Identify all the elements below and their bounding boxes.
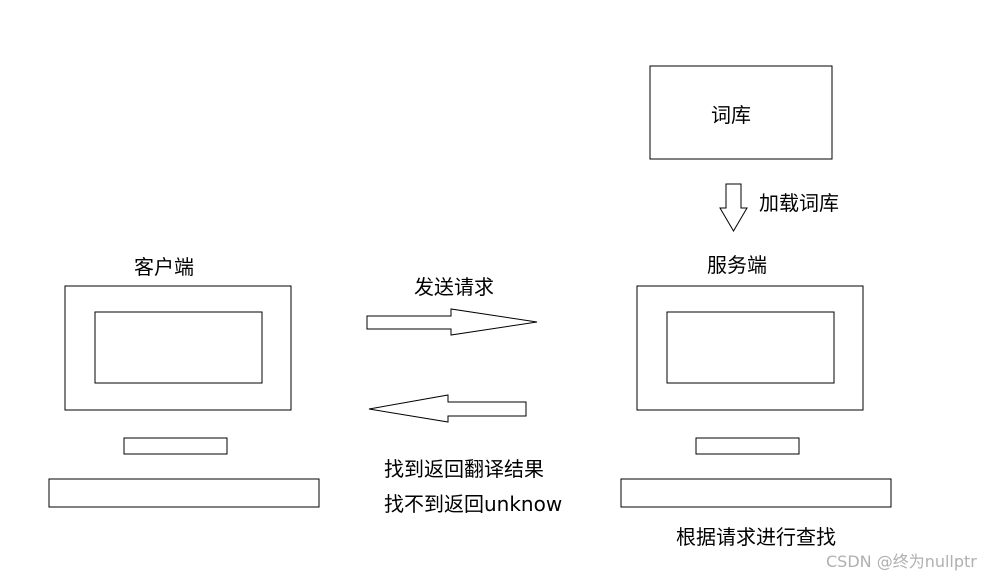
search-by-request-label: 根据请求进行查找 xyxy=(676,525,836,549)
not-found-return-label: 找不到返回unknow xyxy=(384,492,563,516)
found-return-label: 找到返回翻译结果 xyxy=(384,457,544,481)
server-keyboard xyxy=(620,478,892,508)
server-base xyxy=(695,437,800,455)
dictionary-box xyxy=(649,65,833,160)
watermark: CSDN @终为nullptr xyxy=(826,552,977,571)
server-screen xyxy=(666,311,835,384)
client-screen xyxy=(94,311,263,384)
server-label: 服务端 xyxy=(707,253,767,277)
client-base xyxy=(123,437,228,455)
client-label: 客户端 xyxy=(134,255,194,279)
down-arrow xyxy=(719,183,748,232)
dictionary-label: 词库 xyxy=(711,103,751,127)
right-arrow xyxy=(366,308,538,336)
left-arrow xyxy=(368,394,527,423)
client-keyboard xyxy=(48,478,320,508)
send-request-label: 发送请求 xyxy=(414,275,494,299)
load-dictionary-label: 加载词库 xyxy=(759,191,839,215)
